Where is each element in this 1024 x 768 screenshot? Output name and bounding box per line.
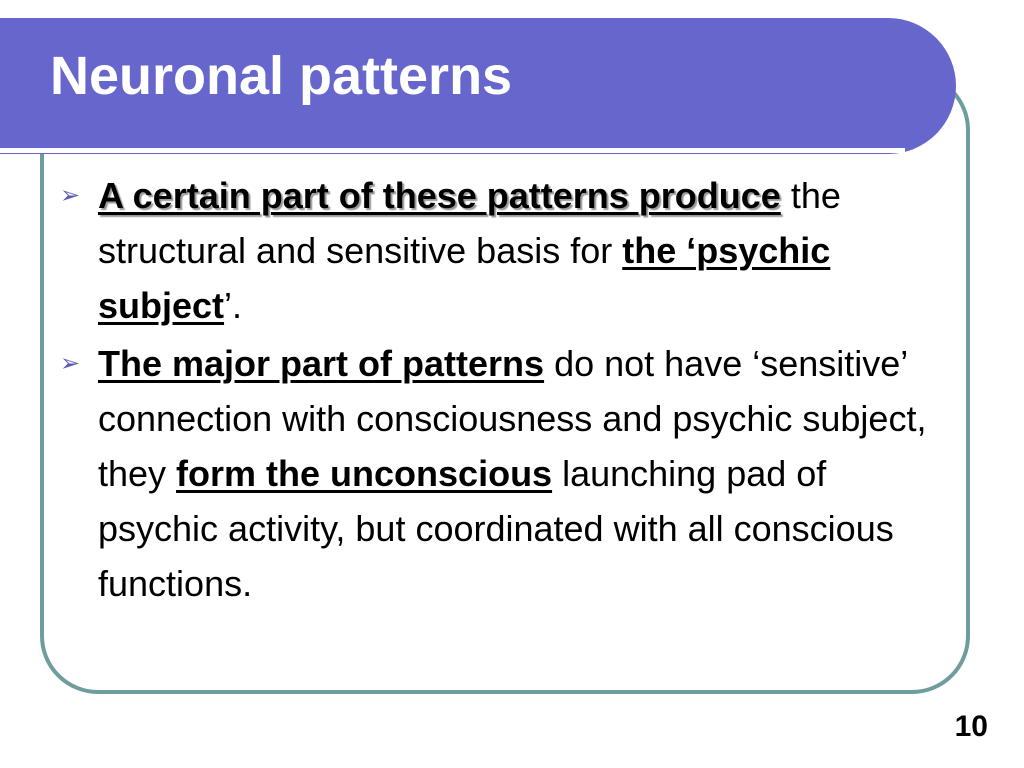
- bullet-1-emphasis-1: A certain part of these patterns produce: [98, 175, 781, 216]
- bullet-text-1: A certain part of these patterns produce…: [98, 168, 952, 333]
- bullet-item-2: ➢ The major part of patterns do not have…: [60, 336, 952, 611]
- bullet-2-emphasis-2: form the unconscious: [176, 453, 553, 494]
- bullet-2-text-2: launching pad of psychic activity, but c…: [98, 453, 894, 604]
- bullet-item-1: ➢ A certain part of these patterns produ…: [60, 168, 952, 333]
- slide-title: Neuronal patterns: [50, 46, 513, 106]
- title-bar: [0, 18, 956, 154]
- bullet-2-emphasis-1: The major part of patterns: [98, 343, 545, 384]
- arrow-bullet-icon: ➢: [60, 350, 81, 377]
- bullet-text-2: The major part of patterns do not have ‘…: [98, 336, 952, 611]
- content-frame: [40, 72, 970, 694]
- bullet-1-text-2: ’.: [224, 285, 243, 326]
- bullet-1-emphasis-2: the ‘psychic subject: [98, 230, 831, 326]
- bullet-1-text-1: the structural and sensitive basis for: [98, 175, 841, 271]
- slide-number: 10: [954, 710, 988, 743]
- bullet-2-text-1: do not have ‘sensitive’ connection with …: [98, 343, 927, 494]
- bullet-list: ➢ A certain part of these patterns produ…: [60, 168, 952, 614]
- title-underline: [0, 148, 905, 153]
- arrow-bullet-icon: ➢: [60, 182, 81, 209]
